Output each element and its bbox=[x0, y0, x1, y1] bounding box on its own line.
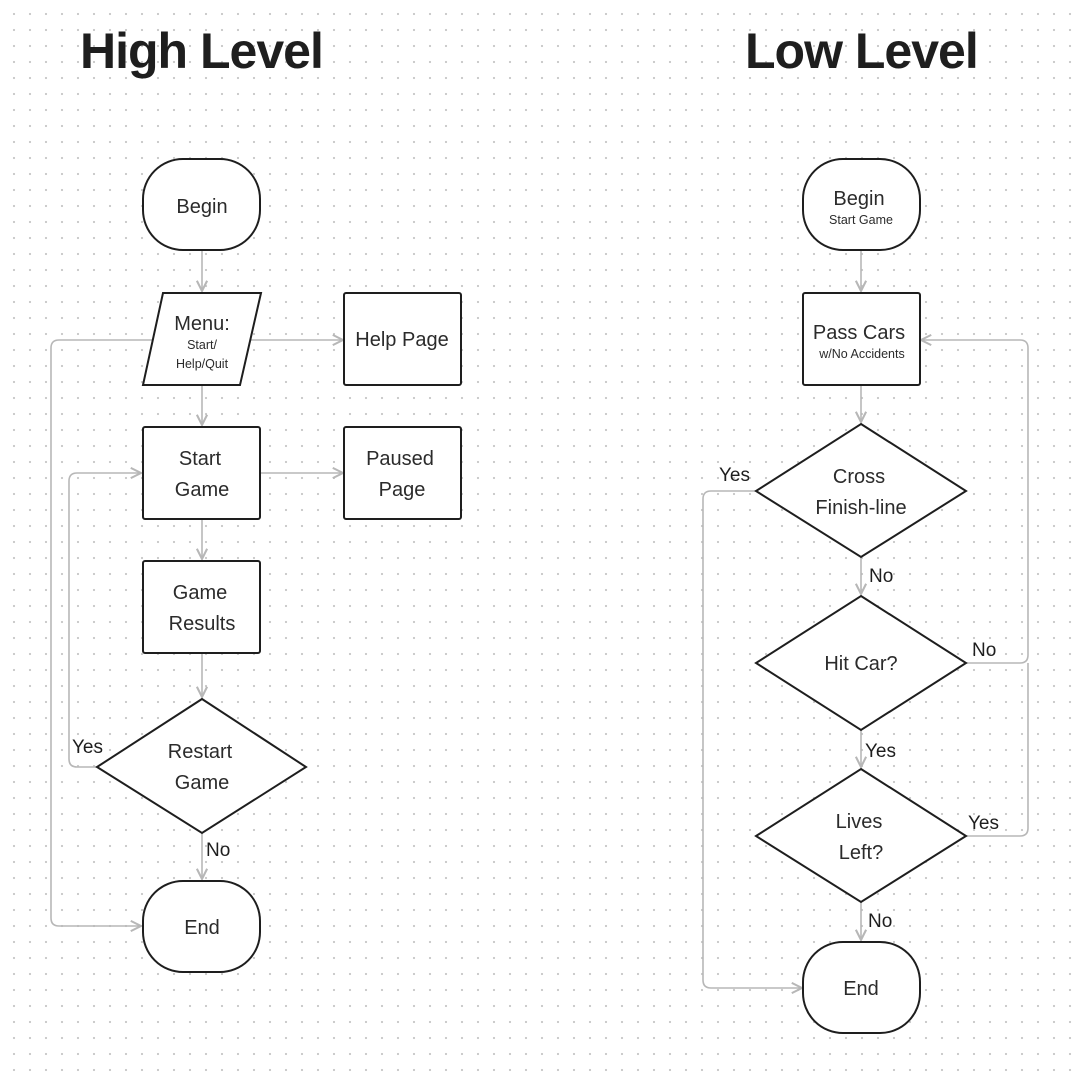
node-begin-low: Begin Start Game bbox=[802, 158, 921, 251]
process-shape bbox=[142, 426, 261, 520]
edge-lives-yes-to-pass bbox=[966, 663, 1029, 837]
node-label: Begin bbox=[833, 188, 884, 210]
label-restart-no: No bbox=[206, 840, 230, 861]
node-restart-game: Restart Game bbox=[95, 697, 308, 835]
terminal-shape bbox=[802, 941, 921, 1034]
edge-restart-yes-to-start bbox=[68, 473, 141, 768]
node-label-line-1: Start bbox=[179, 448, 222, 470]
menu-line-1: Start/ bbox=[187, 338, 217, 352]
terminal-shape bbox=[802, 158, 921, 251]
node-label-line-2: Left? bbox=[839, 842, 883, 864]
node-label-line-1: Lives bbox=[836, 811, 883, 833]
node-label-line-2: Game bbox=[175, 772, 229, 794]
node-end-high: End bbox=[142, 880, 261, 973]
node-label-line-2: Finish-line bbox=[815, 497, 906, 519]
node-start-game: Start Game bbox=[142, 426, 261, 520]
label-lives-yes: Yes bbox=[968, 813, 999, 834]
node-label: End bbox=[184, 917, 220, 939]
menu-line-2: Help/Quit bbox=[176, 357, 229, 371]
label-cross-yes: Yes bbox=[719, 465, 750, 486]
node-game-results: Game Results bbox=[142, 560, 261, 654]
edge-hit-no-to-pass bbox=[921, 340, 1029, 664]
process-shape bbox=[802, 292, 921, 386]
process-shape bbox=[343, 292, 462, 386]
node-menu: Menu: Start/ Help/Quit bbox=[141, 292, 263, 386]
menu-title: Menu: bbox=[174, 313, 230, 335]
high-level-connectors bbox=[50, 251, 343, 926]
node-sublabel: w/No Accidents bbox=[818, 347, 904, 361]
edge-cross-yes-to-end bbox=[702, 490, 802, 988]
node-paused-page: Paused Page bbox=[343, 426, 462, 520]
node-label: Pass Cars bbox=[813, 322, 905, 344]
node-hit-car: Hit Car? bbox=[754, 594, 968, 732]
decision-shape bbox=[754, 594, 968, 732]
node-label: Help Page bbox=[355, 329, 448, 351]
label-cross-no: No bbox=[869, 566, 893, 587]
decision-shape bbox=[754, 767, 968, 904]
node-cross-finish-line: Cross Finish-line bbox=[754, 422, 968, 559]
decision-shape bbox=[95, 697, 308, 835]
process-shape bbox=[343, 426, 462, 520]
node-label-line-1: Paused bbox=[366, 448, 434, 470]
node-label: Hit Car? bbox=[824, 653, 897, 675]
node-lives-left: Lives Left? bbox=[754, 767, 968, 904]
label-restart-yes: Yes bbox=[72, 737, 103, 758]
label-hit-no: No bbox=[972, 640, 996, 661]
node-label-line-2: Page bbox=[379, 479, 426, 501]
node-label-line-1: Cross bbox=[833, 466, 885, 488]
node-label: End bbox=[843, 978, 879, 1000]
label-lives-no: No bbox=[868, 911, 892, 932]
node-pass-cars: Pass Cars w/No Accidents bbox=[802, 292, 921, 386]
node-end-low: End bbox=[802, 941, 921, 1034]
node-label-line-1: Restart bbox=[168, 741, 233, 763]
edge-menu-quit-to-end bbox=[50, 339, 152, 926]
title-low-level: Low Level bbox=[745, 23, 979, 79]
node-sublabel: Start Game bbox=[829, 213, 893, 227]
terminal-shape bbox=[142, 880, 261, 973]
node-help-page: Help Page bbox=[343, 292, 462, 386]
low-level-connectors bbox=[702, 251, 1029, 988]
node-begin-high: Begin bbox=[142, 158, 261, 251]
title-high-level: High Level bbox=[80, 23, 324, 79]
node-label: Begin bbox=[176, 196, 227, 218]
process-shape bbox=[142, 560, 261, 654]
node-label-line-2: Game bbox=[175, 479, 229, 501]
node-label-line-2: Results bbox=[169, 613, 236, 635]
decision-shape bbox=[754, 422, 968, 559]
label-hit-yes: Yes bbox=[865, 741, 896, 762]
node-label-line-1: Game bbox=[173, 582, 227, 604]
terminal-shape bbox=[142, 158, 261, 251]
parallelogram-shape bbox=[141, 292, 263, 386]
